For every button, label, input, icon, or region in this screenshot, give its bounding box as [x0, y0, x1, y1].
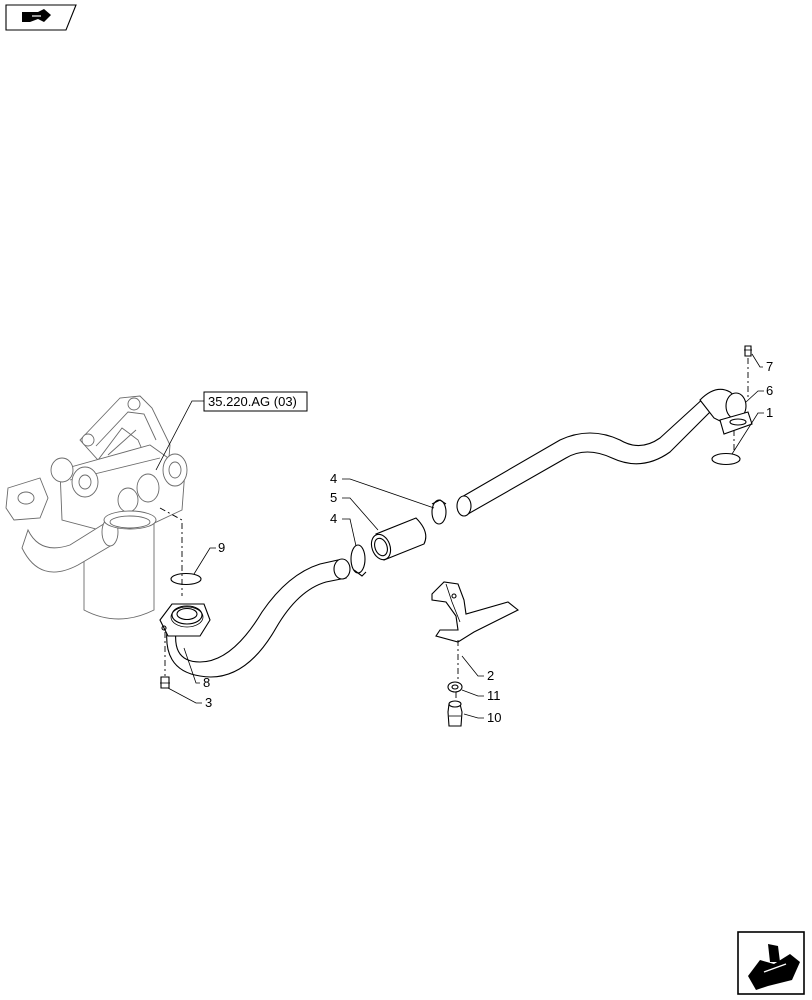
upper-pipe: [456, 388, 753, 517]
alignment-line: [733, 358, 749, 452]
callout-4-upper: 4: [330, 471, 337, 486]
cross-reference-label: 35.220.AG (03): [208, 394, 297, 409]
o-ring-part-1: [711, 452, 741, 466]
alignment-line: [159, 507, 183, 596]
cross-reference-link[interactable]: 35.220.AG (03): [155, 391, 308, 471]
callout-1: 1: [766, 405, 773, 420]
callout-8: 8: [203, 675, 210, 690]
hose-clamp-part-4-upper: [431, 499, 447, 525]
hose-sleeve-part-5: [370, 517, 427, 561]
callout-10: 10: [487, 710, 501, 725]
lower-pipe-part-8: [159, 558, 351, 678]
hand-pointing-icon: [748, 944, 800, 990]
hand-pointing-icon: [22, 9, 51, 22]
bolt-part-3: [160, 676, 170, 689]
bracket-part-2: [431, 581, 520, 643]
callout-4-lower: 4: [330, 511, 337, 526]
callout-5: 5: [330, 490, 337, 505]
prev-page-button[interactable]: [5, 4, 77, 31]
callout-11: 11: [487, 688, 501, 703]
bolt-part-7: [744, 345, 752, 357]
callout-9: 9: [218, 540, 225, 555]
next-page-button[interactable]: [737, 931, 805, 995]
callout-7: 7: [766, 359, 773, 374]
alignment-line: [455, 640, 459, 700]
callout-2: 2: [487, 668, 494, 683]
callout-6: 6: [766, 383, 773, 398]
washer-part-11: [447, 681, 463, 693]
bolt-part-10: [447, 700, 463, 727]
callout-3: 3: [205, 695, 212, 710]
callout-labels: 7 6 1 4 5 4 9 8 3 2 11 10: [203, 359, 773, 725]
o-ring-part-9: [170, 572, 202, 586]
filter-head-assembly: [5, 395, 188, 620]
hose-clamp-part-4-lower: [350, 544, 367, 577]
leader-lines: [167, 353, 764, 719]
